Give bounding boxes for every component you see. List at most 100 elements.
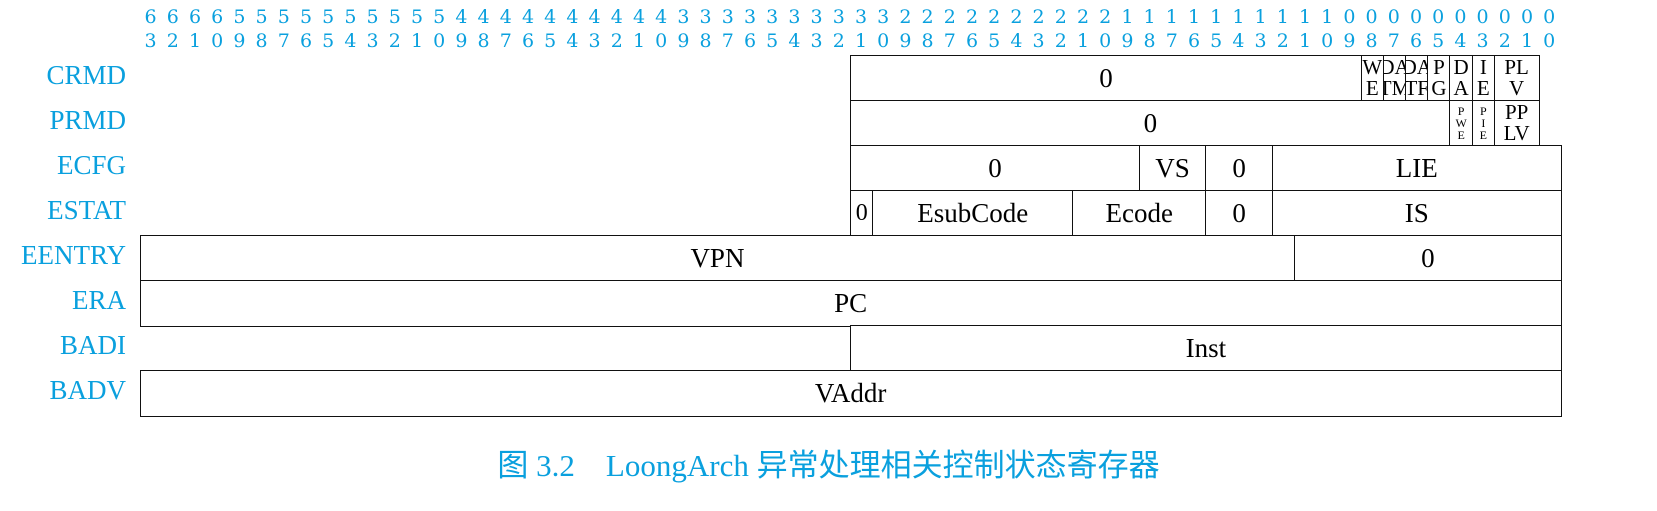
bit-number-ones: 4 bbox=[1232, 30, 1245, 52]
field-eentry-0: 0 bbox=[1293, 235, 1562, 282]
bit-number-tens: 2 bbox=[1010, 6, 1023, 28]
field-label-part: LV bbox=[1503, 121, 1530, 146]
field-estat-ecode: Ecode bbox=[1071, 190, 1207, 237]
bit-number-ones: 9 bbox=[1343, 30, 1356, 52]
field-label: 0 bbox=[1099, 62, 1113, 93]
field-era-pc: PC bbox=[139, 280, 1562, 327]
bit-number-tens: 2 bbox=[1032, 6, 1045, 28]
bit-number-ones: 2 bbox=[1054, 30, 1067, 52]
bit-number-tens: 6 bbox=[188, 6, 202, 28]
bit-number-ones: 3 bbox=[588, 30, 601, 52]
bit-number-ones: 1 bbox=[1076, 30, 1090, 52]
bit-number-ones: 4 bbox=[788, 30, 801, 52]
bit-number-ones: 3 bbox=[1254, 30, 1267, 52]
bit-number-ones: 2 bbox=[166, 30, 179, 52]
register-name-eentry: EENTRY bbox=[21, 240, 126, 270]
figure-caption: 图 3.2 LoongArch 异常处理相关控制状态寄存器 bbox=[497, 448, 1160, 483]
bit-number-tens: 3 bbox=[743, 6, 757, 28]
field-label: Ecode bbox=[1105, 197, 1173, 228]
bit-number-ones: 3 bbox=[810, 30, 823, 52]
bit-number-ones: 4 bbox=[1454, 30, 1467, 52]
bit-number-ones: 4 bbox=[1010, 30, 1023, 52]
bit-number-tens: 3 bbox=[810, 6, 823, 28]
register-name-crmd: CRMD bbox=[46, 60, 126, 90]
bit-number-tens: 1 bbox=[1143, 6, 1156, 28]
field-label-part: TF bbox=[1404, 76, 1429, 101]
field-label-part: E bbox=[1476, 76, 1490, 101]
field-prmd-0: 0 bbox=[849, 100, 1451, 147]
field-label-part: P bbox=[1457, 104, 1465, 119]
field-label-part: E bbox=[1457, 128, 1465, 143]
bit-number-tens: 1 bbox=[1187, 6, 1201, 28]
bit-number-tens: 4 bbox=[588, 6, 601, 28]
bit-number-tens: 1 bbox=[1254, 6, 1267, 28]
bit-number-ones: 6 bbox=[299, 30, 313, 52]
bit-number-ones: 6 bbox=[1187, 30, 1201, 52]
field-label-part: I bbox=[1479, 55, 1487, 80]
bit-number-tens: 0 bbox=[1409, 6, 1423, 28]
register-name-badv: BADV bbox=[49, 375, 126, 405]
field-label: EsubCode bbox=[917, 197, 1029, 228]
bit-number-ones: 4 bbox=[566, 30, 579, 52]
bit-number-ones: 7 bbox=[277, 30, 290, 52]
bit-number-ones: 5 bbox=[322, 30, 335, 52]
bit-number-tens: 4 bbox=[499, 6, 512, 28]
bit-number-tens: 4 bbox=[632, 6, 646, 28]
bit-number-ones: 0 bbox=[877, 30, 890, 52]
bit-number-ones: 6 bbox=[521, 30, 535, 52]
register-name-ecfg: ECFG bbox=[56, 150, 126, 180]
bit-number-ones: 2 bbox=[388, 30, 401, 52]
field-label: 0 bbox=[988, 152, 1002, 183]
bit-number-tens: 3 bbox=[699, 6, 712, 28]
bit-number-tens: 3 bbox=[721, 6, 734, 28]
bit-number-ones: 3 bbox=[1032, 30, 1045, 52]
bit-number-ones: 9 bbox=[233, 30, 246, 52]
bit-number-tens: 5 bbox=[255, 6, 268, 28]
field-label-part: G bbox=[1431, 76, 1447, 101]
field-crmd-datf: DATF bbox=[1404, 55, 1429, 102]
field-estat-0: 0 bbox=[849, 190, 874, 237]
bit-number-ones: 0 bbox=[211, 30, 224, 52]
bit-number-ones: 5 bbox=[766, 30, 779, 52]
field-label-part: PL bbox=[1504, 55, 1529, 80]
bit-number-ones: 7 bbox=[499, 30, 512, 52]
bit-number-tens: 0 bbox=[1432, 6, 1445, 28]
bit-number-ones: 9 bbox=[677, 30, 690, 52]
bit-number-tens: 5 bbox=[299, 6, 313, 28]
register-name-estat: ESTAT bbox=[47, 195, 126, 225]
field-label: 0 bbox=[1232, 197, 1246, 228]
bit-number-tens: 5 bbox=[433, 6, 446, 28]
bit-number-tens: 1 bbox=[1298, 6, 1312, 28]
bit-number-tens: 1 bbox=[1276, 6, 1289, 28]
bit-number-ones: 0 bbox=[433, 30, 446, 52]
bit-number-tens: 5 bbox=[388, 6, 401, 28]
bit-number-tens: 0 bbox=[1476, 6, 1489, 28]
register-name-badi: BADI bbox=[60, 330, 126, 360]
bit-number-ones: 8 bbox=[921, 30, 934, 52]
bit-number-tens: 4 bbox=[610, 6, 623, 28]
bit-number-tens: 2 bbox=[1076, 6, 1090, 28]
bit-number-tens: 2 bbox=[1099, 6, 1112, 28]
field-label-part: DA bbox=[1406, 57, 1428, 78]
bit-number-tens: 1 bbox=[1165, 6, 1178, 28]
bit-number-tens: 2 bbox=[943, 6, 956, 28]
field-label: LIE bbox=[1395, 152, 1438, 183]
bit-number-tens: 5 bbox=[322, 6, 335, 28]
bit-number-tens: 3 bbox=[854, 6, 868, 28]
field-ecfg-0: 0 bbox=[849, 145, 1140, 192]
bit-number-tens: 6 bbox=[144, 6, 157, 28]
bit-number-ones: 7 bbox=[943, 30, 956, 52]
field-ecfg-0: 0 bbox=[1205, 145, 1274, 192]
bit-number-tens: 0 bbox=[1543, 6, 1556, 28]
field-eentry-vpn: VPN bbox=[139, 235, 1296, 282]
bit-number-ones: 6 bbox=[965, 30, 979, 52]
bit-number-tens: 3 bbox=[766, 6, 779, 28]
bit-number-tens: 1 bbox=[1232, 6, 1245, 28]
field-label-part: P bbox=[1433, 55, 1445, 80]
field-label: 0 bbox=[1143, 107, 1158, 138]
